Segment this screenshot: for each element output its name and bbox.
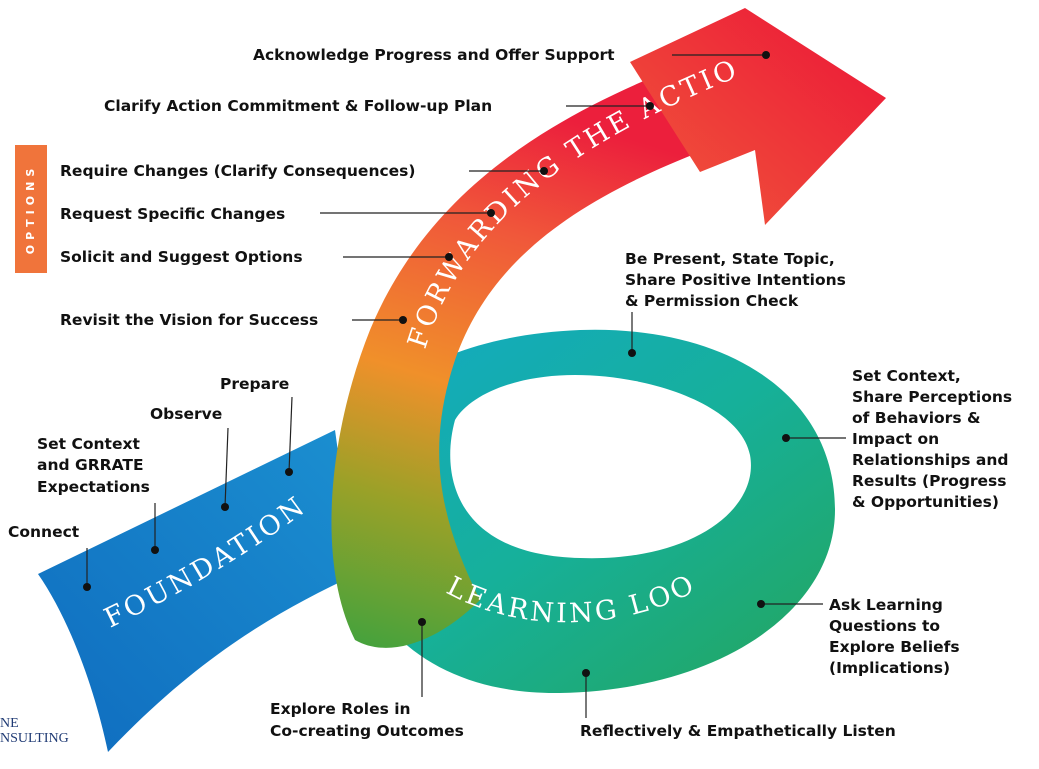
options-tab: OPTIONS <box>15 145 47 273</box>
step-reflectively-listen: Reflectively & Empathetically Listen <box>580 722 896 740</box>
options-tab-label: OPTIONS <box>24 164 37 255</box>
consulting-logo: NE NSULTING <box>0 716 69 746</box>
arrow-head <box>630 8 886 225</box>
step-revisit-vision: Revisit the Vision for Success <box>60 311 318 329</box>
step-connect: Connect <box>8 523 80 541</box>
step-solicit-options: Solicit and Suggest Options <box>60 248 303 266</box>
step-set-context-perceptions: Set Context, Share Perceptions of Behavi… <box>852 367 1018 511</box>
step-labels: Connect Set Context and GRRATE Expectati… <box>8 46 1018 740</box>
step-observe: Observe <box>150 405 222 423</box>
step-set-context-grrate: Set Context and GRRATE Expectations <box>37 435 150 496</box>
step-ask-learning: Ask Learning Questions to Explore Belief… <box>829 596 965 677</box>
logo-line-2: NSULTING <box>0 731 69 746</box>
step-request-changes: Request Specific Changes <box>60 205 285 223</box>
step-acknowledge-progress: Acknowledge Progress and Offer Support <box>253 46 615 64</box>
foundation-ribbon <box>38 430 355 752</box>
step-be-present: Be Present, State Topic, Share Positive … <box>625 250 851 310</box>
forwarding-stem <box>331 70 705 648</box>
step-clarify-action: Clarify Action Commitment & Follow-up Pl… <box>104 97 492 115</box>
leaders <box>83 51 846 718</box>
logo-line-1: NE <box>0 716 19 731</box>
step-prepare: Prepare <box>220 375 289 393</box>
step-explore-roles: Explore Roles in Co-creating Outcomes <box>270 700 464 740</box>
step-require-changes: Require Changes (Clarify Consequences) <box>60 162 416 180</box>
